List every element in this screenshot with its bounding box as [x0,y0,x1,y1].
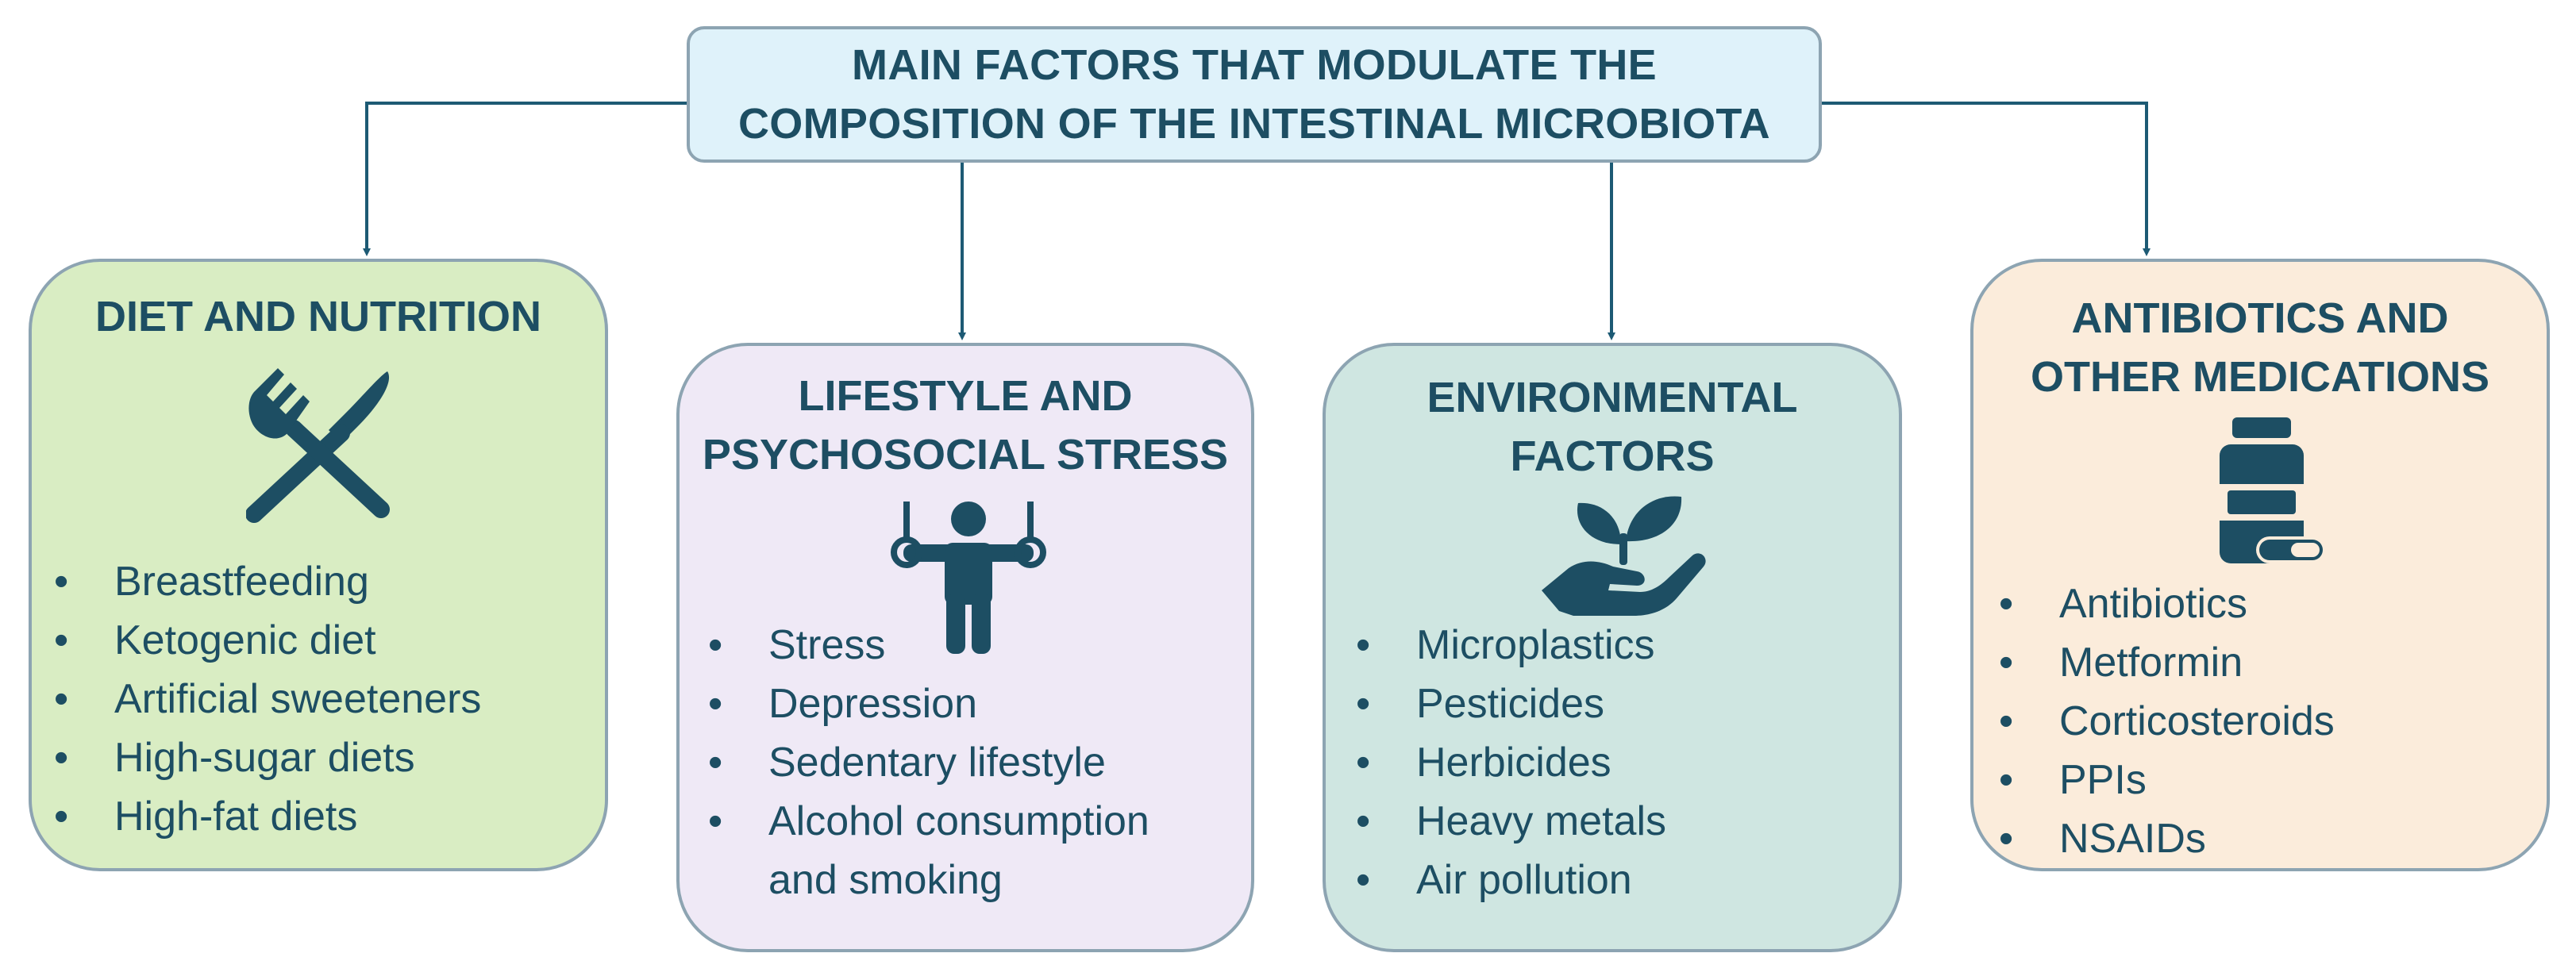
diet-item: Artificial sweeteners [54,670,481,728]
medications-title-line-2: OTHER MEDICATIONS [2031,353,2489,401]
lifestyle-card-title: LIFESTYLE AND PSYCHOSOCIAL STRESS [680,367,1251,484]
main-title-box: MAIN FACTORS THAT MODULATE THE COMPOSITI… [687,26,1822,163]
medications-item: Corticosteroids [1999,692,2335,751]
diet-title-line-1: DIET AND NUTRITION [95,293,541,340]
diet-item: Breastfeeding [54,552,481,611]
medications-item: NSAIDs [1999,809,2335,868]
environment-item: Heavy metals [1356,792,1666,851]
diet-card-title: DIET AND NUTRITION [32,287,605,346]
arrow-to-diet [363,102,687,256]
lifestyle-item-continuation: and smoking [708,851,1149,909]
environment-item: Air pollution [1356,851,1666,909]
diet-item: High-fat diets [54,787,481,846]
environment-title-line-1: ENVIRONMENTAL [1427,374,1798,421]
main-title-line-2: COMPOSITION OF THE INTESTINAL MICROBIOTA [738,100,1770,148]
environment-item: Microplastics [1356,616,1666,674]
diet-nutrition-card: DIET AND NUTRITION Breastfeeding Ketogen… [29,259,608,871]
medications-item: Antibiotics [1999,575,2335,633]
lifestyle-stress-card: LIFESTYLE AND PSYCHOSOCIAL STRESS Str [676,343,1254,952]
medicine-bottle-icon [2220,417,2326,563]
arrow-to-medications [1822,102,2151,256]
environment-item-list: Microplastics Pesticides Herbicides Heav… [1356,616,1666,909]
environment-title-line-2: FACTORS [1510,432,1715,480]
medications-title-line-1: ANTIBIOTICS AND [2071,294,2449,342]
diet-item-list: Breastfeeding Ketogenic diet Artificial … [54,552,481,846]
medications-card-title: ANTIBIOTICS AND OTHER MEDICATIONS [1973,289,2547,406]
lifestyle-item-continuation-text: and smoking [768,857,1003,903]
lifestyle-item: Stress [708,616,1149,674]
lifestyle-title-line-1: LIFESTYLE AND [798,372,1133,420]
lifestyle-title-line-2: PSYCHOSOCIAL STRESS [702,431,1229,478]
main-title-line-1: MAIN FACTORS THAT MODULATE THE [852,41,1657,89]
lifestyle-item: Alcohol consumption [708,792,1149,851]
environment-item: Herbicides [1356,733,1666,792]
plant-in-hand-icon [1542,496,1706,616]
diet-item: Ketogenic diet [54,611,481,670]
environment-card-title: ENVIRONMENTAL FACTORS [1326,368,1899,486]
environmental-factors-card: ENVIRONMENTAL FACTORS Microplastics Pest… [1323,343,1902,952]
diet-item: High-sugar diets [54,728,481,787]
medications-item-list: Antibiotics Metformin Corticosteroids PP… [1999,575,2335,868]
lifestyle-item-list: Stress Depression Sedentary lifestyle Al… [708,616,1149,909]
medications-item: Metformin [1999,633,2335,692]
fork-knife-icon [246,368,390,523]
medications-item: PPIs [1999,751,2335,809]
lifestyle-item: Sedentary lifestyle [708,733,1149,792]
lifestyle-item: Depression [708,674,1149,733]
environment-item: Pesticides [1356,674,1666,733]
medications-card: ANTIBIOTICS AND OTHER MEDICATIONS Antibi… [1970,259,2550,871]
